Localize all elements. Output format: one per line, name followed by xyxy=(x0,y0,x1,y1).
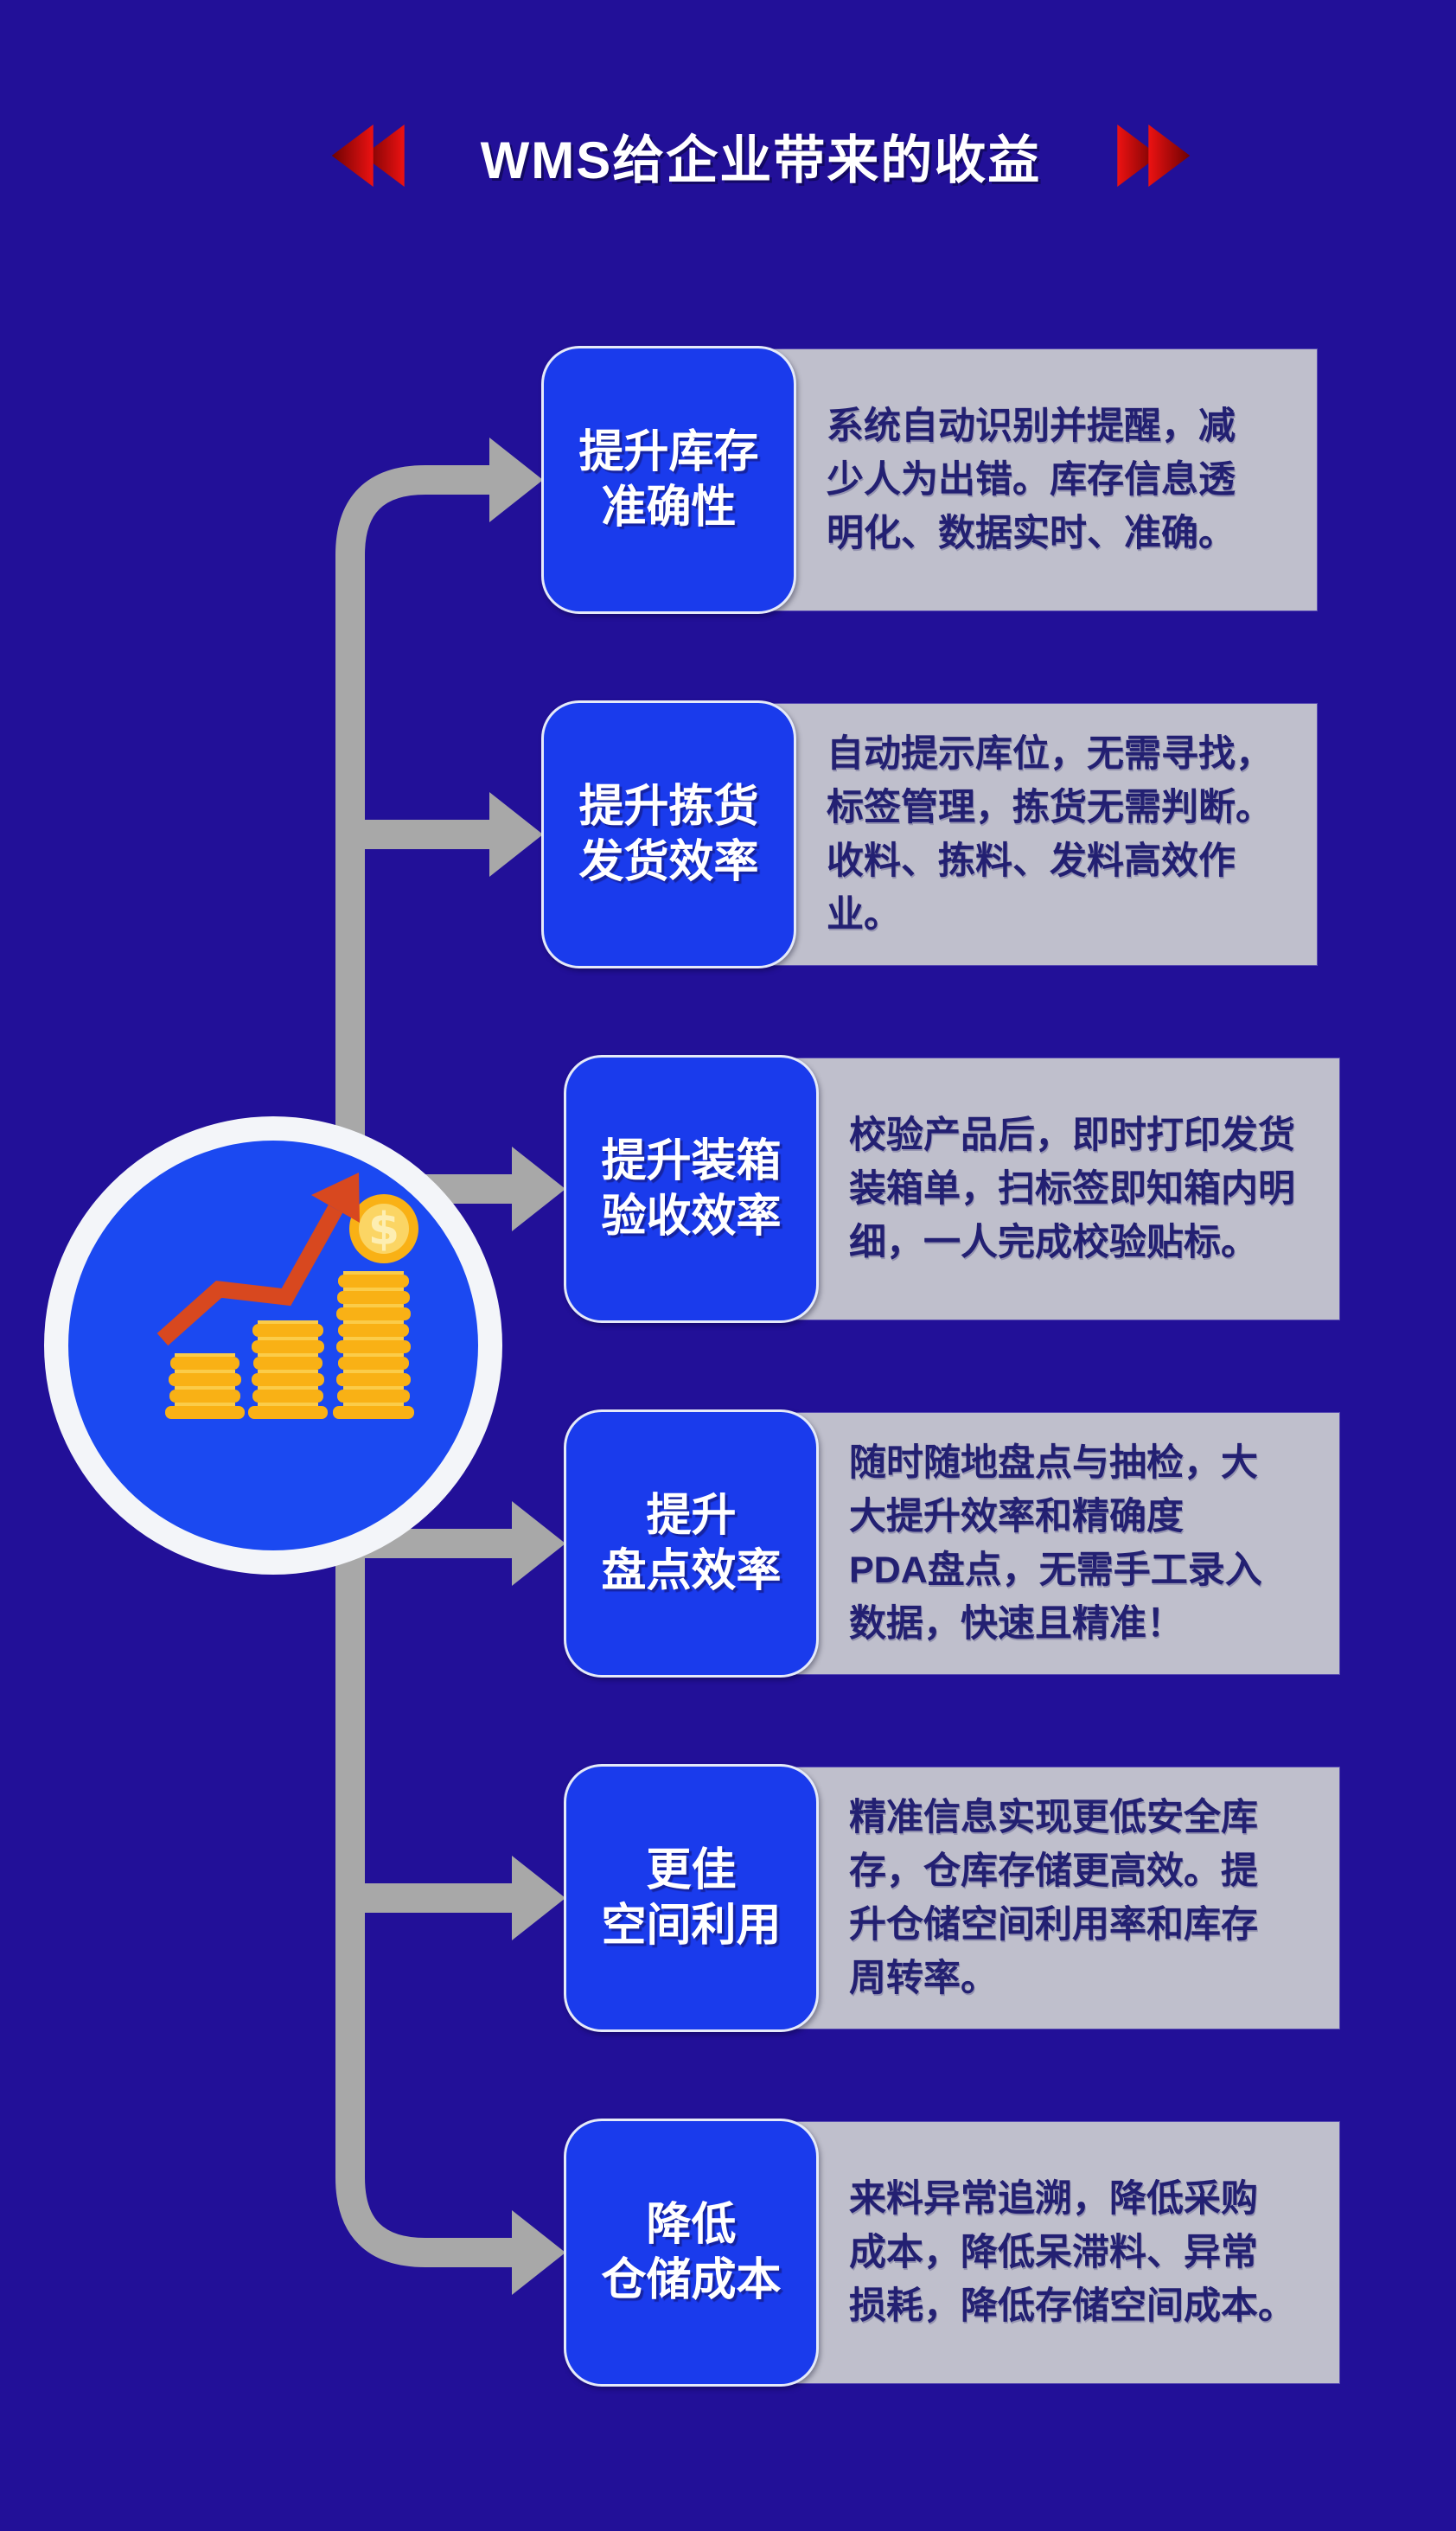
benefit-description: 自动提示库位，无需寻找， 标签管理，拣货无需判断。 收料、拣料、发料高效作业。 xyxy=(827,733,1273,936)
benefit-label: 降低 仓储成本 xyxy=(601,2200,782,2305)
benefit-label: 提升装箱 验收效率 xyxy=(601,1136,782,1242)
coin-stack-medium xyxy=(248,1320,328,1419)
rewind-chevrons-icon xyxy=(331,125,405,187)
benefit-label-pill: 降低 仓储成本 xyxy=(564,2119,819,2387)
benefit-label-pill: 提升库存 准确性 xyxy=(541,346,796,614)
benefit-description: 校验产品后，即时打印发货 装箱单，扫标签即知箱内明 细，一人完成校验贴标。 xyxy=(849,1115,1295,1263)
page-title: WMS给企业带来的收益 xyxy=(480,131,1042,189)
arrowhead-icon xyxy=(512,1856,565,1940)
benefit-row: 精准信息实现更低安全库 存，仓库存储更高效。提 升仓储空间利用率和库存 周转率。… xyxy=(564,1764,1342,2032)
connector-arrowheads xyxy=(489,438,565,2295)
dollar-coin-icon: $ xyxy=(349,1194,418,1263)
arrowhead-icon xyxy=(512,1147,565,1231)
coin-stack-small xyxy=(165,1353,245,1419)
benefit-row: 来料异常追溯，降低采购 成本，降低呆滞料、异常 损耗，降低存储空间成本。 降低 … xyxy=(564,2119,1342,2387)
benefit-row: 自动提示库位，无需寻找， 标签管理，拣货无需判断。 收料、拣料、发料高效作业。 … xyxy=(541,700,1319,968)
benefit-label-pill: 更佳 空间利用 xyxy=(564,1764,819,2032)
title-bar: WMS给企业带来的收益 xyxy=(33,111,1456,201)
benefit-label: 提升 盘点效率 xyxy=(601,1491,782,1596)
benefit-label: 提升拣货 发货效率 xyxy=(578,782,759,887)
benefit-label: 提升库存 准确性 xyxy=(578,427,759,533)
benefit-label-pill: 提升装箱 验收效率 xyxy=(564,1055,819,1323)
benefit-row: 系统自动识别并提醒，减 少人为出错。库存信息透 明化、数据实时、准确。 提升库存… xyxy=(541,346,1319,614)
benefit-description-panel: 来料异常追溯，降低采购 成本，降低呆滞料、异常 损耗，降低存储空间成本。 xyxy=(711,2122,1339,2383)
benefit-label-pill: 提升 盘点效率 xyxy=(564,1409,819,1678)
benefit-description: 来料异常追溯，降低采购 成本，降低呆滞料、异常 损耗，降低存储空间成本。 xyxy=(849,2178,1295,2327)
benefit-description: 随时随地盘点与抽检，大 大提升效率和精确度 PDA盘点，无需手工录入 数据，快速… xyxy=(849,1442,1262,1645)
right-triangle-icon xyxy=(1148,125,1191,187)
arrowhead-icon xyxy=(489,438,543,522)
growth-arrow-icon xyxy=(156,1173,360,1346)
benefit-description: 系统自动识别并提醒，减 少人为出错。库存信息透 明化、数据实时、准确。 xyxy=(827,406,1236,554)
arrowhead-icon xyxy=(512,1501,565,1586)
arrowhead-icon xyxy=(512,2210,565,2295)
arrowhead-icon xyxy=(489,792,543,877)
benefit-label-pill: 提升拣货 发货效率 xyxy=(541,700,796,968)
dollar-sign: $ xyxy=(368,1204,399,1256)
forward-chevrons-icon xyxy=(1117,125,1191,187)
coin-stack-tall xyxy=(333,1271,414,1419)
left-triangle-icon xyxy=(331,125,374,187)
benefit-description: 精准信息实现更低安全库 存，仓库存储更高效。提 升仓储空间利用率和库存 周转率。 xyxy=(849,1797,1258,1999)
benefit-row: 校验产品后，即时打印发货 装箱单，扫标签即知箱内明 细，一人完成校验贴标。 提升… xyxy=(564,1055,1342,1323)
benefit-row: 随时随地盘点与抽检，大 大提升效率和精确度 PDA盘点，无需手工录入 数据，快速… xyxy=(564,1409,1342,1678)
benefit-label: 更佳 空间利用 xyxy=(601,1845,782,1951)
coin-stacks-growth-icon: $ xyxy=(156,1173,418,1419)
